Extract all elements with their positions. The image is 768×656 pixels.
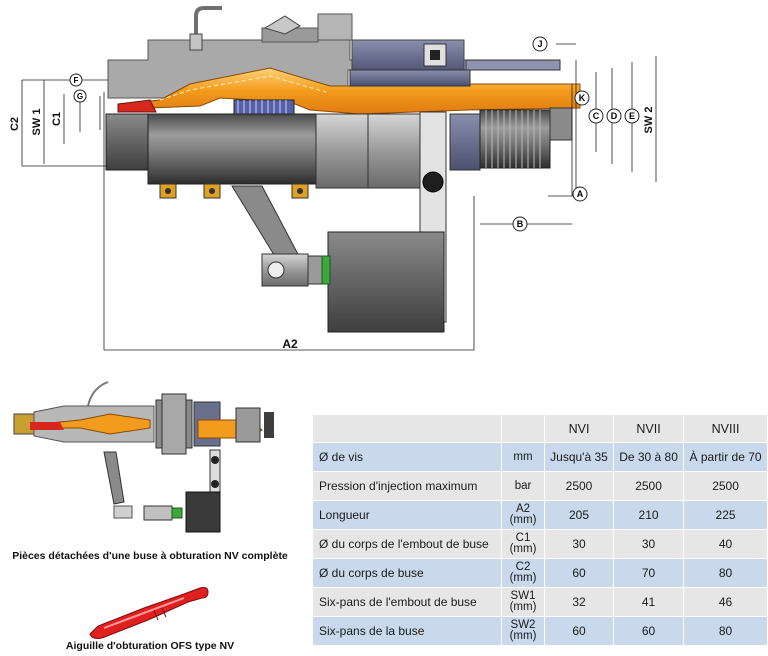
dim-j-label: J — [537, 39, 542, 49]
spec-value-nviii: 80 — [683, 558, 768, 588]
spec-value-nvii: 41 — [612, 587, 685, 617]
spec-row-unit: A2(mm) — [501, 500, 545, 530]
spec-row-unit: C2(mm) — [501, 558, 545, 588]
parts-caption: Pièces détachées d'une buse à obturation… — [12, 550, 288, 562]
nozzle-section-drawing: C2 SW 1 C1 A2 SW 2 J F G K C D E A B — [9, 6, 657, 351]
dim-a-label: A — [577, 189, 584, 199]
nozzle-cylinder — [105, 107, 573, 189]
spec-value-nviii: 46 — [683, 587, 768, 617]
spec-value-nviii: 40 — [683, 529, 768, 559]
actuator-lever — [231, 111, 447, 333]
spec-row-unit: bar — [501, 471, 545, 501]
spec-value-nvii: De 30 à 80 — [612, 442, 685, 472]
dim-f-label: F — [74, 76, 79, 85]
dim-sw2-label: SW 2 — [643, 107, 655, 134]
dim-g-label: G — [77, 92, 83, 101]
spec-value-nvii: 210 — [612, 500, 685, 530]
spec-value-nvi: Jusqu'à 35 — [544, 442, 614, 472]
spec-value-nvi: 60 — [544, 616, 614, 646]
spec-value-nvii: 30 — [612, 529, 685, 559]
spec-unit-sub: (mm) — [509, 514, 537, 526]
dim-b-label: B — [517, 219, 524, 229]
spec-unit-main: C1 — [515, 532, 531, 544]
spec-row-unit: mm — [501, 442, 545, 472]
dim-a2-label: A2 — [282, 337, 298, 351]
dim-d-label: D — [611, 111, 618, 121]
spec-header-unit — [501, 414, 545, 443]
spec-row-label: Longueur — [312, 500, 502, 530]
spec-value-nviii: 2500 — [683, 471, 768, 501]
spec-row-label: Ø du corps de l'embout de buse — [312, 529, 502, 559]
dim-e-label: E — [629, 111, 635, 121]
spec-value-nvii: 2500 — [612, 471, 685, 501]
spec-value-nvii: 70 — [612, 558, 685, 588]
spec-header-nviii: NVIII — [683, 414, 768, 443]
melt-channel — [117, 67, 581, 115]
spec-header-label — [312, 414, 502, 443]
spec-row-label: Pression d'injection maximum — [312, 471, 502, 501]
spec-row-unit: SW2(mm) — [501, 616, 545, 646]
circled-labels: J F G K C D E A B — [69, 36, 640, 232]
clamp-screws — [159, 183, 309, 199]
spec-unit-main: SW1 — [510, 590, 536, 602]
spec-row-label: Ø du corps de buse — [312, 558, 502, 588]
spec-row-label: Six-pans de la buse — [312, 616, 502, 646]
spec-value-nvi: 205 — [544, 500, 614, 530]
needle-illustration — [89, 587, 209, 639]
spec-unit-main: A2 — [515, 503, 531, 515]
spec-unit-main: bar — [514, 479, 532, 492]
spec-value-nvi: 2500 — [544, 471, 614, 501]
spec-value-nvi: 60 — [544, 558, 614, 588]
spec-unit-sub: (mm) — [509, 543, 537, 555]
spec-row-label: Six-pans de l'embout de buse — [312, 587, 502, 617]
spec-header-nvii: NVII — [612, 414, 685, 443]
spec-value-nvi: 32 — [544, 587, 614, 617]
spec-unit-main: C2 — [515, 561, 531, 573]
spec-unit-main: mm — [513, 450, 533, 463]
dim-sw1-label: SW 1 — [31, 109, 43, 136]
dim-k-label: K — [579, 93, 586, 103]
spec-row-unit: C1(mm) — [501, 529, 545, 559]
spec-value-nvii: 60 — [612, 616, 685, 646]
vent-tube — [189, 6, 301, 51]
spec-row-label: Ø de vis — [312, 442, 502, 472]
spec-unit-sub: (mm) — [509, 572, 537, 584]
dimension-labels: C2 SW 1 C1 A2 SW 2 — [9, 107, 655, 351]
dim-c-label: C — [593, 111, 600, 121]
spec-header-nvi: NVI — [544, 414, 614, 443]
spec-value-nviii: 80 — [683, 616, 768, 646]
spec-unit-sub: (mm) — [509, 601, 537, 613]
spec-row-unit: SW1(mm) — [501, 587, 545, 617]
needle-caption: Aiguille d'obturation OFS type NV — [65, 640, 235, 652]
dim-c2-label: C2 — [9, 117, 21, 131]
nozzle-body-rear — [349, 59, 561, 87]
dim-c1-label: C1 — [51, 112, 63, 126]
spec-value-nviii: 225 — [683, 500, 768, 530]
exploded-parts-illustration — [13, 381, 274, 533]
spec-unit-main: SW2 — [510, 619, 536, 631]
spec-value-nvi: 30 — [544, 529, 614, 559]
spec-value-nviii: À partir de 70 — [683, 442, 768, 472]
spec-header-row: NVI NVII NVIII — [312, 414, 768, 443]
spec-unit-sub: (mm) — [509, 630, 537, 642]
